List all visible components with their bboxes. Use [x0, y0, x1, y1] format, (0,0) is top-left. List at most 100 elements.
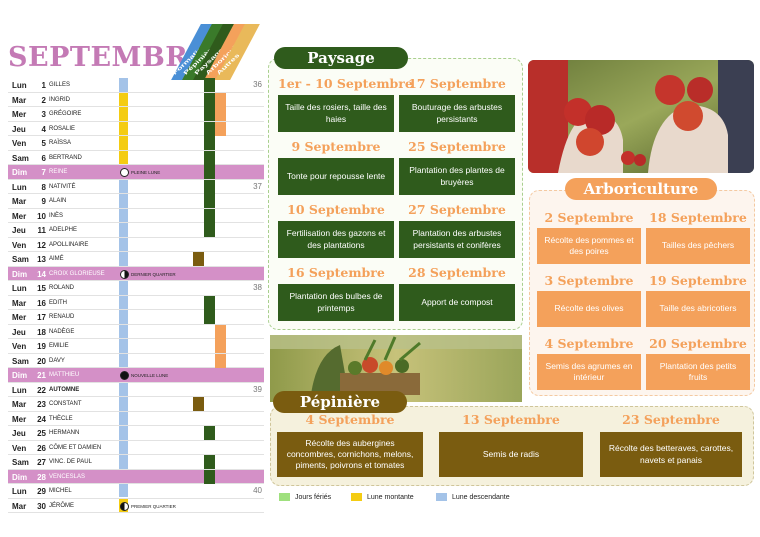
row-divider: [8, 280, 264, 281]
arboriculture-task: Tailles des pêchers: [646, 228, 750, 264]
day-name: Dim: [12, 269, 28, 279]
day-name: Sam: [12, 458, 29, 467]
row-divider: [8, 396, 264, 397]
paysage-date: 25 Septembre: [408, 139, 506, 154]
saint-name: MICHEL: [49, 488, 72, 494]
saint-name: CONSTANT: [49, 401, 82, 407]
arboriculture-date: 3 Septembre: [544, 273, 634, 288]
saint-name: AIMÉ: [49, 256, 64, 262]
activity-marker: [215, 121, 226, 136]
paysage-task: Plantation des plantes de bruyères: [399, 158, 515, 195]
day-name: Mar: [12, 197, 27, 206]
saint-name: VENCESLAS: [49, 473, 86, 480]
day-number: 6: [41, 153, 46, 163]
activity-marker: [204, 208, 215, 223]
paysage-task: Plantation des arbustes persistants et c…: [399, 221, 515, 258]
pepiniere-task: Semis de radis: [439, 432, 583, 477]
moon-phase-icon: [120, 168, 129, 177]
saint-name: VINC. DE PAUL: [49, 459, 92, 465]
activity-marker: [204, 165, 215, 179]
day-number: 18: [37, 327, 46, 337]
legend-item: Lune montante: [351, 493, 414, 501]
moon-phase-label: NOUVELLE LUNE: [131, 373, 169, 378]
day-number: 13: [37, 255, 46, 264]
paysage-task: Tonte pour repousse lente: [278, 158, 394, 195]
paysage-date: 28 Septembre: [408, 265, 506, 280]
day-number: 28: [37, 472, 46, 482]
row-divider: [8, 222, 264, 223]
day-name: Lun: [12, 487, 27, 496]
row-divider: [8, 149, 264, 151]
legend-label: Lune descendante: [452, 493, 510, 501]
row-divider: [8, 164, 264, 165]
day-name: Jeu: [12, 226, 26, 235]
moon-phase-icon: [120, 501, 129, 511]
saint-name: AUTOMNE: [49, 386, 80, 393]
arboriculture-date: 18 Septembre: [649, 210, 747, 225]
activity-marker: [204, 78, 215, 92]
day-number: 26: [37, 443, 46, 453]
activity-marker: [215, 353, 226, 368]
day-number: 17: [37, 313, 46, 322]
activity-marker: [204, 469, 215, 484]
paysage-date: 10 Septembre: [287, 202, 385, 217]
activity-marker: [204, 136, 215, 150]
week-number: 40: [253, 486, 262, 495]
legend-label: Jours fériés: [295, 493, 332, 501]
saint-name: ROSALIE: [49, 125, 76, 132]
week-number: 37: [253, 181, 262, 191]
day-name: Sam: [12, 356, 29, 366]
arboriculture-date: 19 Septembre: [649, 273, 747, 288]
row-divider: [8, 251, 264, 252]
saint-name: APOLLINAIRE: [49, 241, 89, 248]
legend-item: Jours fériés: [279, 493, 331, 501]
apple-harvest-photo: [528, 60, 754, 173]
arboriculture-task: Récolte des olives: [537, 291, 641, 327]
day-number: 12: [37, 240, 46, 250]
saint-name: NATIVITÉ: [49, 183, 76, 190]
day-number: 3: [41, 110, 46, 119]
activity-marker: [193, 397, 204, 411]
paysage-date: 16 Septembre: [287, 265, 385, 280]
pepiniere-date: 23 Septembre: [622, 412, 720, 427]
saint-name: GRÉGOIRE: [49, 111, 82, 117]
saint-name: JÉRÔME: [49, 502, 75, 509]
legend-item: Lune descendante: [436, 493, 510, 501]
row-divider: [8, 425, 264, 426]
legend-swatch: [351, 493, 362, 501]
saint-name: MATTHIEU: [49, 372, 80, 378]
legend-swatch: [279, 493, 290, 501]
saint-name: DAVY: [49, 357, 65, 364]
row-divider: [8, 120, 264, 122]
saint-name: HERMANN: [49, 430, 80, 436]
day-name: Mer: [12, 414, 27, 424]
row-divider: [8, 439, 264, 441]
moon-phase-label: PLEINE LUNE: [131, 170, 161, 175]
pepiniere-date: 4 Septembre: [305, 412, 395, 427]
activity-marker: [204, 310, 215, 324]
day-name: Sam: [12, 153, 29, 163]
activity-marker: [204, 194, 215, 208]
day-name: Dim: [12, 472, 28, 482]
row-divider: [8, 483, 264, 484]
pepiniere-task: Récolte des betteraves, carottes, navets…: [600, 432, 742, 477]
paysage-date: 17 Septembre: [408, 76, 506, 91]
day-number: 27: [37, 458, 46, 467]
pepiniere-title: Pépinière: [273, 391, 407, 413]
month-title: SEPTEMBRE: [8, 42, 210, 73]
